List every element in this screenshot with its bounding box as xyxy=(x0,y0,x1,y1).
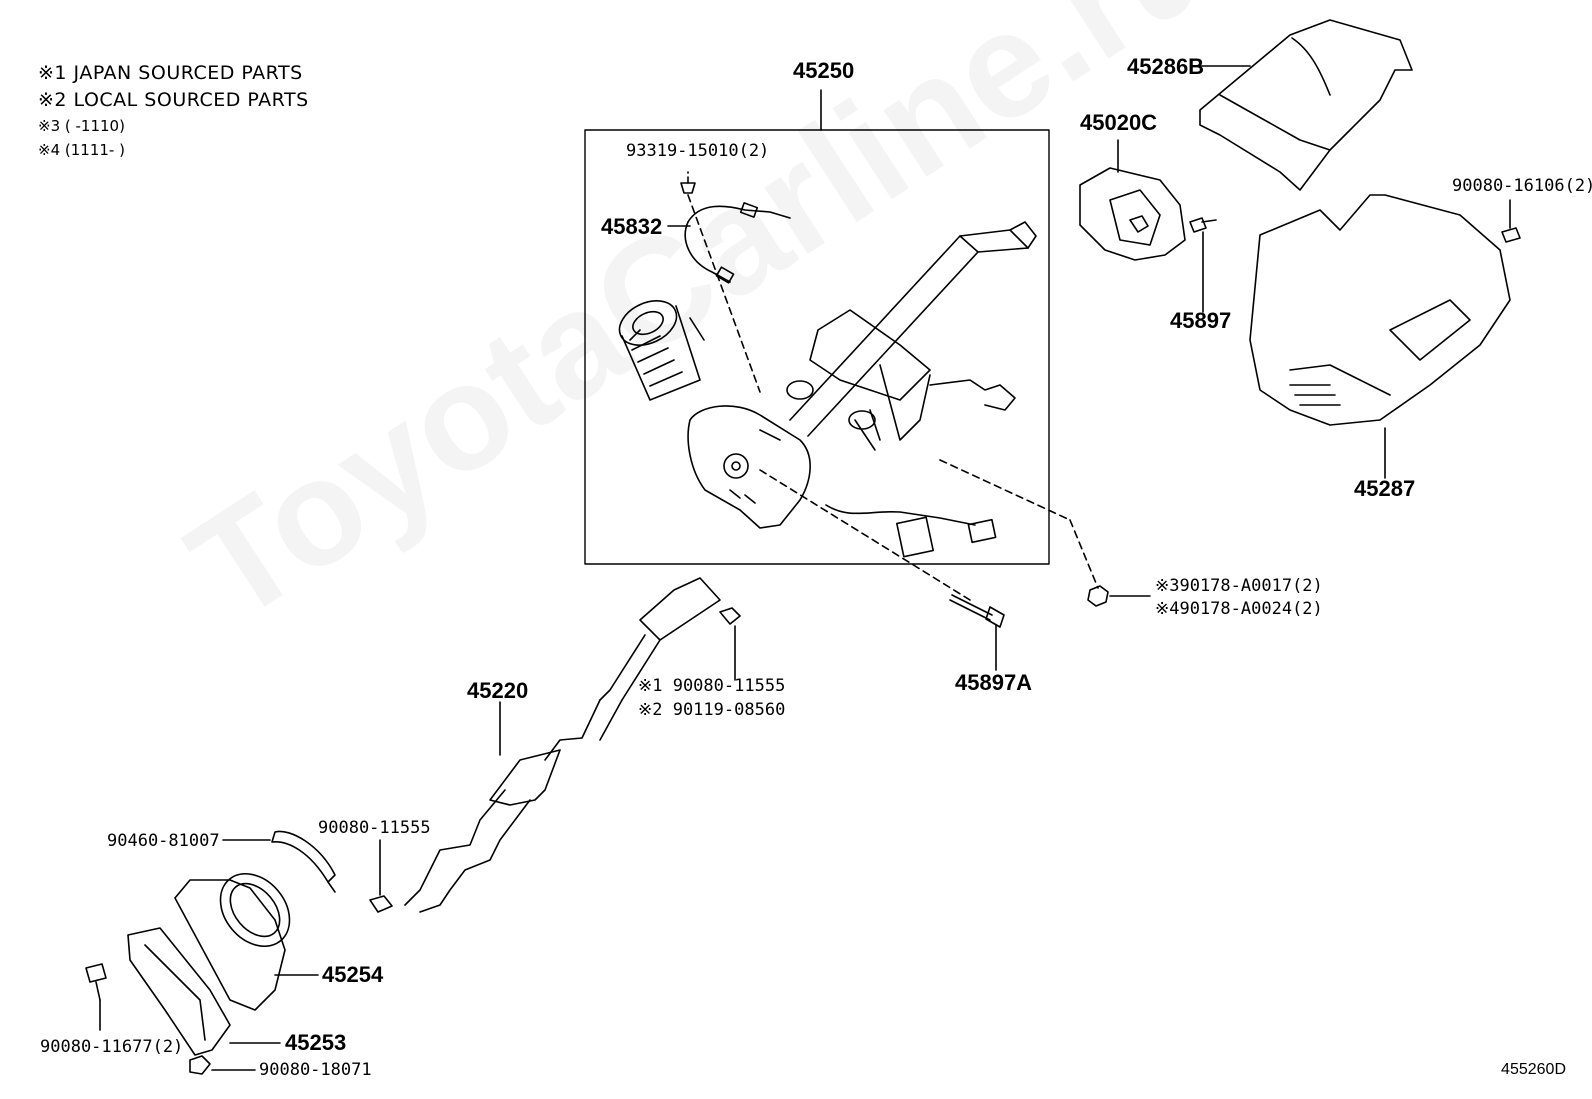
screw-90080-16106 xyxy=(1501,227,1521,243)
callout-90080-11555-b[interactable]: 90080-11555 xyxy=(318,818,431,838)
callout-90080-11555-a[interactable]: ※1 90080-11555 xyxy=(638,676,786,696)
dashed-45897A xyxy=(759,469,971,601)
callout-45020C[interactable]: 45020C xyxy=(1080,110,1158,135)
column-bracket xyxy=(786,309,1016,451)
key-housing-45020C xyxy=(1079,167,1186,261)
callout-90119-08560[interactable]: ※2 90119-08560 xyxy=(638,700,786,720)
bolt-90080-11555-upper xyxy=(719,607,741,625)
diagram-code: 455260D xyxy=(1501,1061,1566,1078)
callout-45220[interactable]: 45220 xyxy=(467,678,529,703)
boot-45254 xyxy=(174,872,291,1011)
callout-90080-11677[interactable]: 90080-11677(2) xyxy=(40,1037,184,1057)
bolt-45897A xyxy=(949,594,1005,628)
upper-cover-45286B xyxy=(1199,19,1413,191)
callout-45250[interactable]: 45250 xyxy=(793,58,855,83)
callout-90080-18071[interactable]: 90080-18071 xyxy=(259,1060,372,1080)
callout-45897[interactable]: 45897 xyxy=(1170,308,1232,333)
assembly-box xyxy=(584,129,1050,565)
eps-motor xyxy=(618,300,705,401)
legend-note-3: ※3 ( -1110) xyxy=(38,117,125,135)
callout-90178-A0024[interactable]: ※490178-A0024(2) xyxy=(1155,599,1323,619)
nut-90080-18071 xyxy=(189,1055,211,1075)
legend-note-1: ※1 JAPAN SOURCED PARTS xyxy=(38,62,303,84)
clamp-90460 xyxy=(271,830,336,893)
legend-note-4: ※4 (1111- ) xyxy=(38,141,125,159)
connector-harness xyxy=(825,504,997,558)
callout-45254[interactable]: 45254 xyxy=(322,962,384,987)
screw-93319 xyxy=(680,182,696,194)
lower-cover-45287 xyxy=(1249,194,1511,426)
callout-45286B[interactable]: 45286B xyxy=(1127,54,1205,79)
gear-housing xyxy=(687,405,811,529)
legend: ※1 JAPAN SOURCED PARTS ※2 LOCAL SOURCED … xyxy=(38,60,309,162)
dashed-90178 xyxy=(939,459,1071,521)
screw-45897 xyxy=(1189,217,1217,233)
callout-45253[interactable]: 45253 xyxy=(285,1030,347,1055)
column-tube xyxy=(789,221,1037,437)
dashed-90178b xyxy=(1069,519,1099,589)
callout-90080-16106[interactable]: 90080-16106(2) xyxy=(1452,176,1592,196)
nut-90178 xyxy=(1087,585,1109,607)
wire-harness-45832 xyxy=(684,202,791,284)
legend-note-2: ※2 LOCAL SOURCED PARTS xyxy=(38,89,309,111)
bolt-90080-11555-lower xyxy=(369,895,393,913)
callout-93319-15010[interactable]: 93319-15010(2) xyxy=(626,141,770,161)
callout-90460-81007[interactable]: 90460-81007 xyxy=(107,831,220,851)
intermediate-shaft-45220 xyxy=(404,577,721,913)
dashed-93319 xyxy=(687,194,761,393)
callout-45897A[interactable]: 45897A xyxy=(955,670,1033,695)
callout-45287[interactable]: 45287 xyxy=(1354,476,1416,501)
plate-45253 xyxy=(127,927,231,1056)
callout-90178-A0017[interactable]: ※390178-A0017(2) xyxy=(1155,576,1323,596)
bolt-90080-11677 xyxy=(85,963,107,1001)
callout-45832[interactable]: 45832 xyxy=(601,214,663,239)
